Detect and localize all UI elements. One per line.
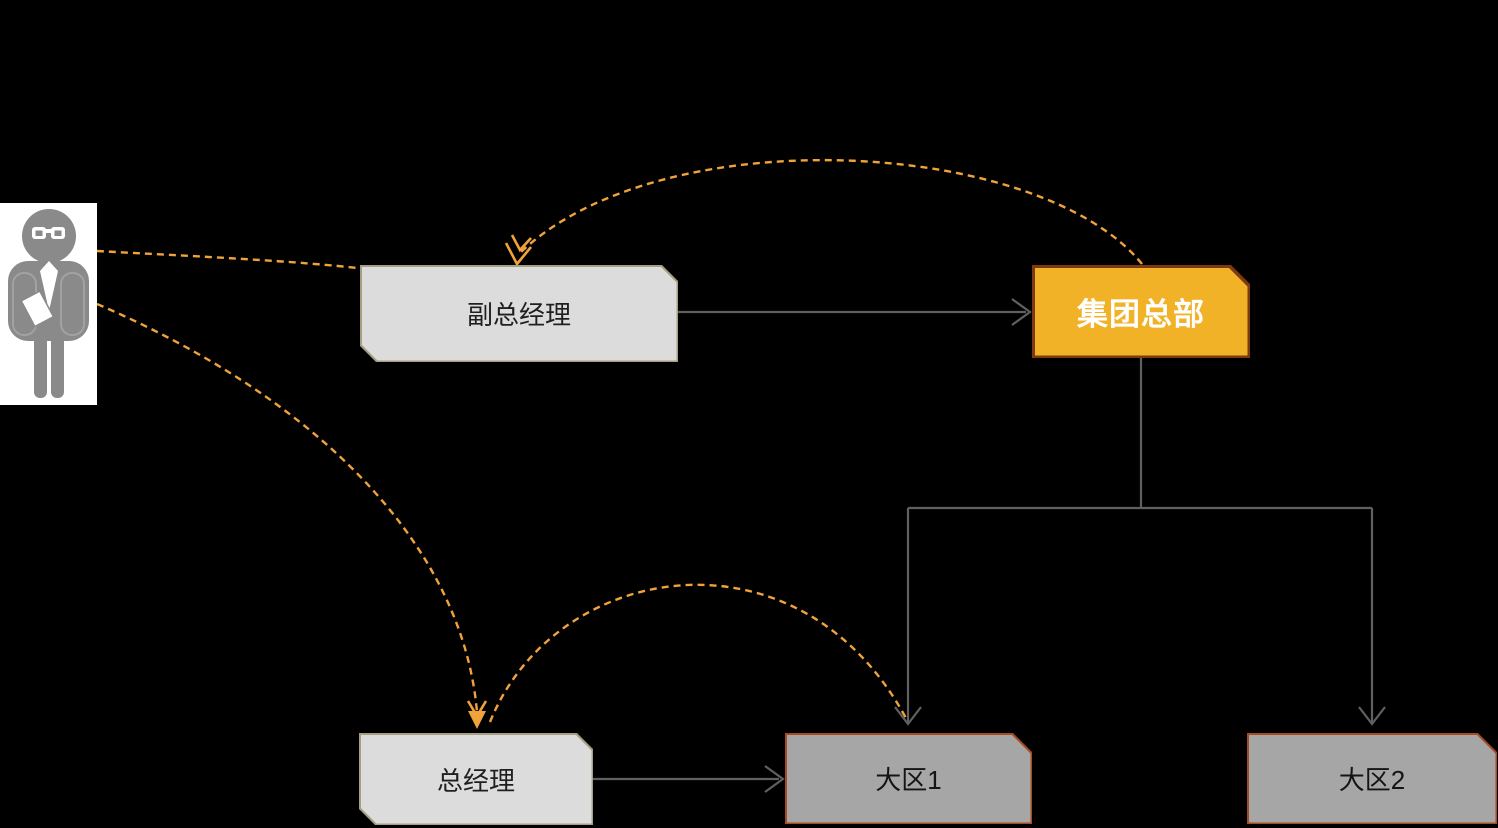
arrowhead-down-icon (504, 242, 533, 267)
node-label: 大区1 (875, 765, 942, 795)
gray-connectors (592, 298, 1386, 793)
curve-person-to-vicegm (96, 249, 367, 271)
arrowhead-down-icon (510, 234, 532, 253)
arrowhead-right-icon (764, 765, 785, 793)
notepad-icon (20, 290, 55, 328)
node-label: 大区2 (1338, 765, 1406, 795)
node-general-manager[interactable]: 总经理 (359, 733, 593, 825)
node-label: 副总经理 (466, 300, 571, 330)
businessman-icon[interactable] (0, 203, 97, 405)
node-region-1[interactable]: 大区1 (785, 733, 1032, 824)
arrowhead-down-icon (894, 706, 922, 726)
arrowhead-right-icon (1011, 298, 1032, 326)
arrowhead-down-icon (468, 711, 486, 729)
orange-dashed-connectors (96, 158, 1143, 723)
node-vice-general-manager[interactable]: 副总经理 (360, 265, 678, 362)
node-label: 总经理 (436, 765, 515, 796)
arrowhead-down-icon (1358, 706, 1386, 726)
node-group-headquarters[interactable]: 集团总部 (1032, 265, 1250, 358)
node-region-2[interactable]: 大区2 (1247, 733, 1497, 824)
curve-gm-to-region1 (488, 583, 909, 723)
curve-hq-to-vicegm (520, 158, 1143, 265)
node-label: 集团总部 (1077, 297, 1205, 332)
tie-icon (40, 261, 58, 311)
curve-person-to-gm (96, 302, 479, 713)
